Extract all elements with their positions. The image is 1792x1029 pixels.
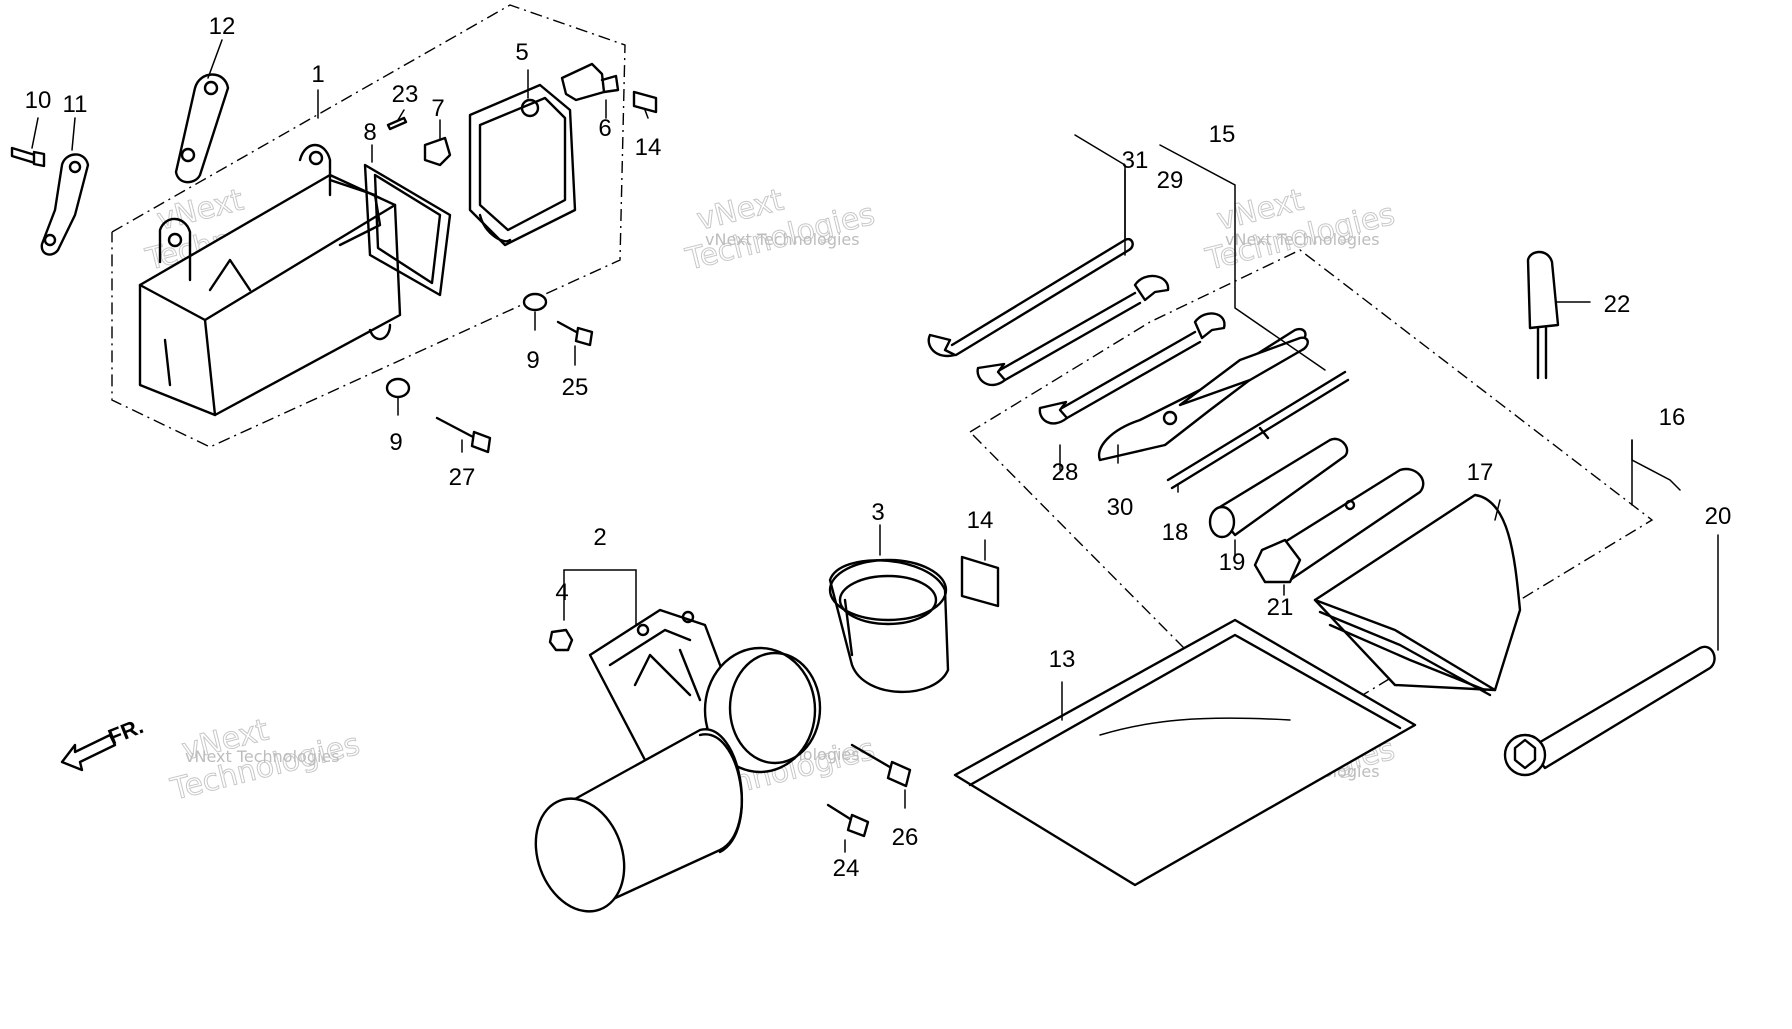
bolt bbox=[850, 743, 912, 788]
wrench-31 bbox=[927, 237, 1134, 358]
owners-manual bbox=[953, 618, 1417, 887]
band bbox=[828, 558, 950, 694]
spanner bbox=[1503, 645, 1716, 777]
callout-22: 22 bbox=[1604, 291, 1631, 318]
callout-14: 14 bbox=[635, 134, 662, 161]
callout-5: 5 bbox=[515, 39, 528, 66]
callout-11: 11 bbox=[63, 91, 88, 118]
label-small bbox=[632, 90, 658, 114]
callout-4: 4 bbox=[555, 579, 568, 606]
leader-lines bbox=[31, 39, 1719, 853]
callout-17: 17 bbox=[1467, 459, 1494, 486]
callout-24: 24 bbox=[833, 855, 860, 882]
pliers bbox=[1097, 327, 1309, 462]
callout-21: 21 bbox=[1267, 594, 1294, 621]
gasket bbox=[363, 163, 452, 297]
bolt bbox=[435, 416, 492, 454]
watermark-small: vNext Technologies bbox=[705, 230, 860, 249]
callout-23: 23 bbox=[392, 81, 419, 108]
stay bbox=[40, 153, 90, 256]
callout-6: 6 bbox=[598, 115, 611, 142]
callout-numbers: 1 2 3 4 5 6 7 8 9 9 10 11 12 13 14 14 15… bbox=[25, 13, 1732, 882]
tool-bag bbox=[1313, 493, 1522, 697]
callout-9: 9 bbox=[389, 429, 402, 456]
battery-box bbox=[138, 143, 402, 417]
clip bbox=[386, 116, 408, 131]
bolt bbox=[10, 146, 46, 168]
wrench-28 bbox=[1038, 312, 1226, 425]
screwdriver-handle bbox=[1208, 437, 1349, 539]
callout-9: 9 bbox=[526, 347, 539, 374]
callout-31: 31 bbox=[1122, 147, 1149, 174]
wrench-29 bbox=[976, 274, 1170, 387]
label-small bbox=[960, 555, 1000, 608]
front-direction-indicator: FR. bbox=[60, 713, 147, 772]
bolt bbox=[826, 803, 870, 838]
callout-8: 8 bbox=[363, 119, 376, 146]
callout-27: 27 bbox=[449, 464, 476, 491]
intake-duct bbox=[534, 608, 822, 913]
collar bbox=[385, 377, 411, 399]
screwdriver-grip bbox=[1526, 250, 1560, 380]
callout-2: 2 bbox=[593, 524, 606, 551]
callout-26: 26 bbox=[892, 824, 919, 851]
callout-28: 28 bbox=[1052, 459, 1079, 486]
grommet bbox=[423, 136, 452, 167]
callout-1: 1 bbox=[311, 61, 324, 88]
callout-7: 7 bbox=[431, 95, 444, 122]
callout-3: 3 bbox=[871, 499, 884, 526]
callout-15: 15 bbox=[1209, 121, 1236, 148]
nut bbox=[548, 628, 574, 652]
callout-10: 10 bbox=[25, 87, 52, 114]
callout-12: 12 bbox=[209, 13, 236, 40]
callout-16: 16 bbox=[1659, 404, 1686, 431]
watermark-small: vNext Technologies bbox=[1225, 230, 1380, 249]
connector bbox=[560, 62, 620, 102]
callout-14: 14 bbox=[967, 507, 994, 534]
callout-18: 18 bbox=[1162, 519, 1189, 546]
collar bbox=[522, 292, 548, 312]
callout-13: 13 bbox=[1049, 646, 1076, 673]
battery-cover bbox=[468, 83, 577, 247]
direction-label: FR. bbox=[105, 713, 147, 749]
bracket bbox=[174, 73, 230, 184]
screwdriver bbox=[1166, 370, 1350, 490]
callout-29: 29 bbox=[1157, 167, 1184, 194]
bolt bbox=[556, 320, 594, 347]
callout-25: 25 bbox=[562, 374, 589, 401]
watermark-small: vNext Technologies bbox=[185, 747, 340, 766]
callout-19: 19 bbox=[1219, 549, 1246, 576]
callout-20: 20 bbox=[1705, 503, 1732, 530]
plug-wrench bbox=[1253, 467, 1425, 584]
callout-30: 30 bbox=[1107, 494, 1134, 521]
